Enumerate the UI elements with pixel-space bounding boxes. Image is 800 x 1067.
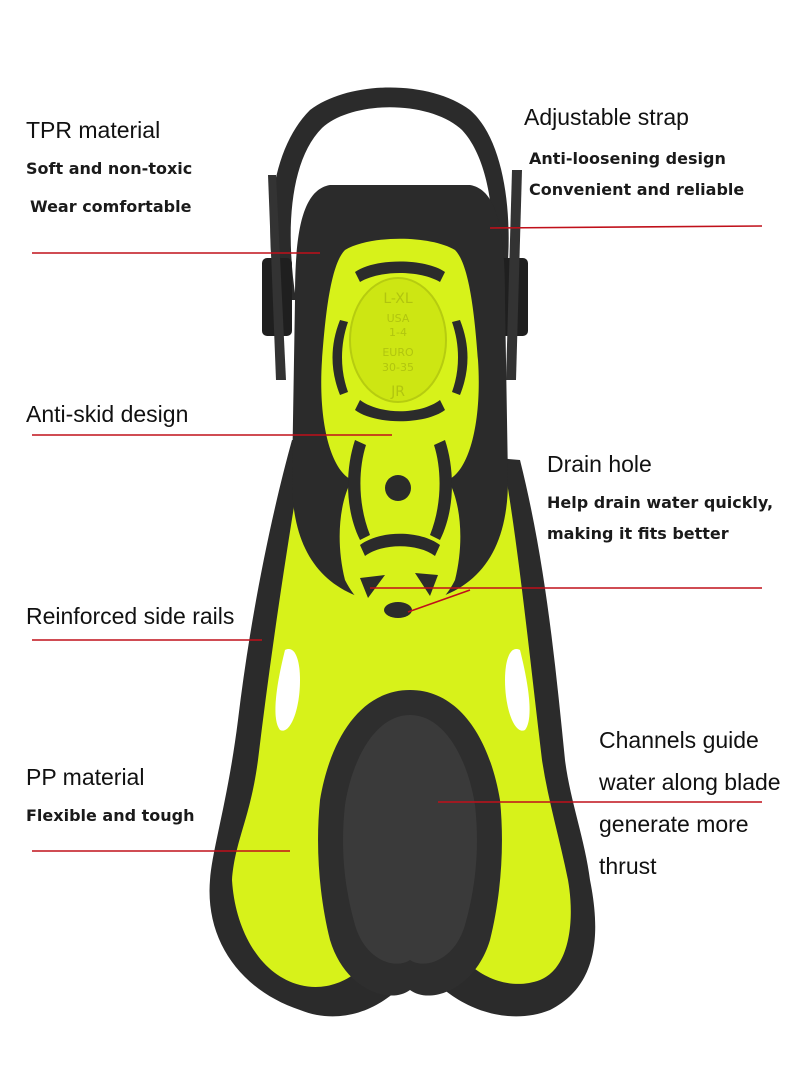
pp-title: PP material [26, 764, 145, 790]
channels-line3: generate more [599, 811, 749, 837]
svg-text:L-XL: L-XL [383, 291, 412, 307]
svg-text:30-35: 30-35 [382, 361, 414, 374]
drain-hole-center [385, 475, 411, 501]
side-window-left [275, 649, 300, 731]
side-window-right [505, 649, 530, 731]
svg-text:EURO: EURO [382, 346, 414, 359]
anti-skid-ribs [332, 261, 468, 556]
svg-text:JR: JR [390, 384, 405, 400]
rails-title: Reinforced side rails [26, 603, 235, 629]
tpr-line1: Soft and non-toxic [26, 159, 193, 178]
size-marking-text: L-XL USA 1-4 EURO 30-35 JR [382, 291, 414, 400]
svg-text:1-4: 1-4 [389, 326, 407, 339]
channels-line2: water along blade [599, 769, 781, 795]
drain-line2: making it fits better [547, 524, 729, 543]
strap-title: Adjustable strap [524, 104, 689, 130]
strap-line2: Convenient and reliable [529, 180, 745, 199]
drain-title: Drain hole [547, 451, 652, 477]
size-marking-panel [349, 277, 447, 403]
antiskid-title: Anti-skid design [26, 401, 189, 427]
tpr-title: TPR material [26, 117, 161, 143]
pp-line1: Flexible and tough [26, 806, 195, 825]
strap-line1: Anti-loosening design [529, 149, 726, 168]
channels-line1: Channels guide [599, 727, 759, 753]
drain-holes [360, 573, 438, 618]
channels-line4: thrust [599, 853, 657, 879]
tpr-line2: Wear comfortable [30, 197, 192, 216]
svg-text:USA: USA [387, 312, 410, 325]
strap-tail-right [506, 170, 522, 380]
strap-tail-left [268, 175, 286, 380]
pointer-lines [32, 225, 763, 852]
drain-line1: Help drain water quickly, [547, 493, 774, 512]
